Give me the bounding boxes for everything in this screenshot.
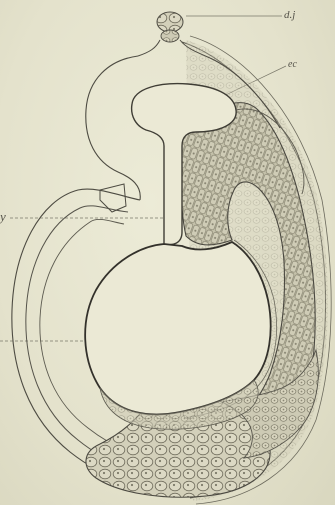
- label-y: y: [0, 210, 6, 223]
- label-dj: d.j: [284, 10, 295, 21]
- label-ec: ec: [288, 60, 297, 70]
- yolk-vesicle-cavity: [85, 242, 270, 414]
